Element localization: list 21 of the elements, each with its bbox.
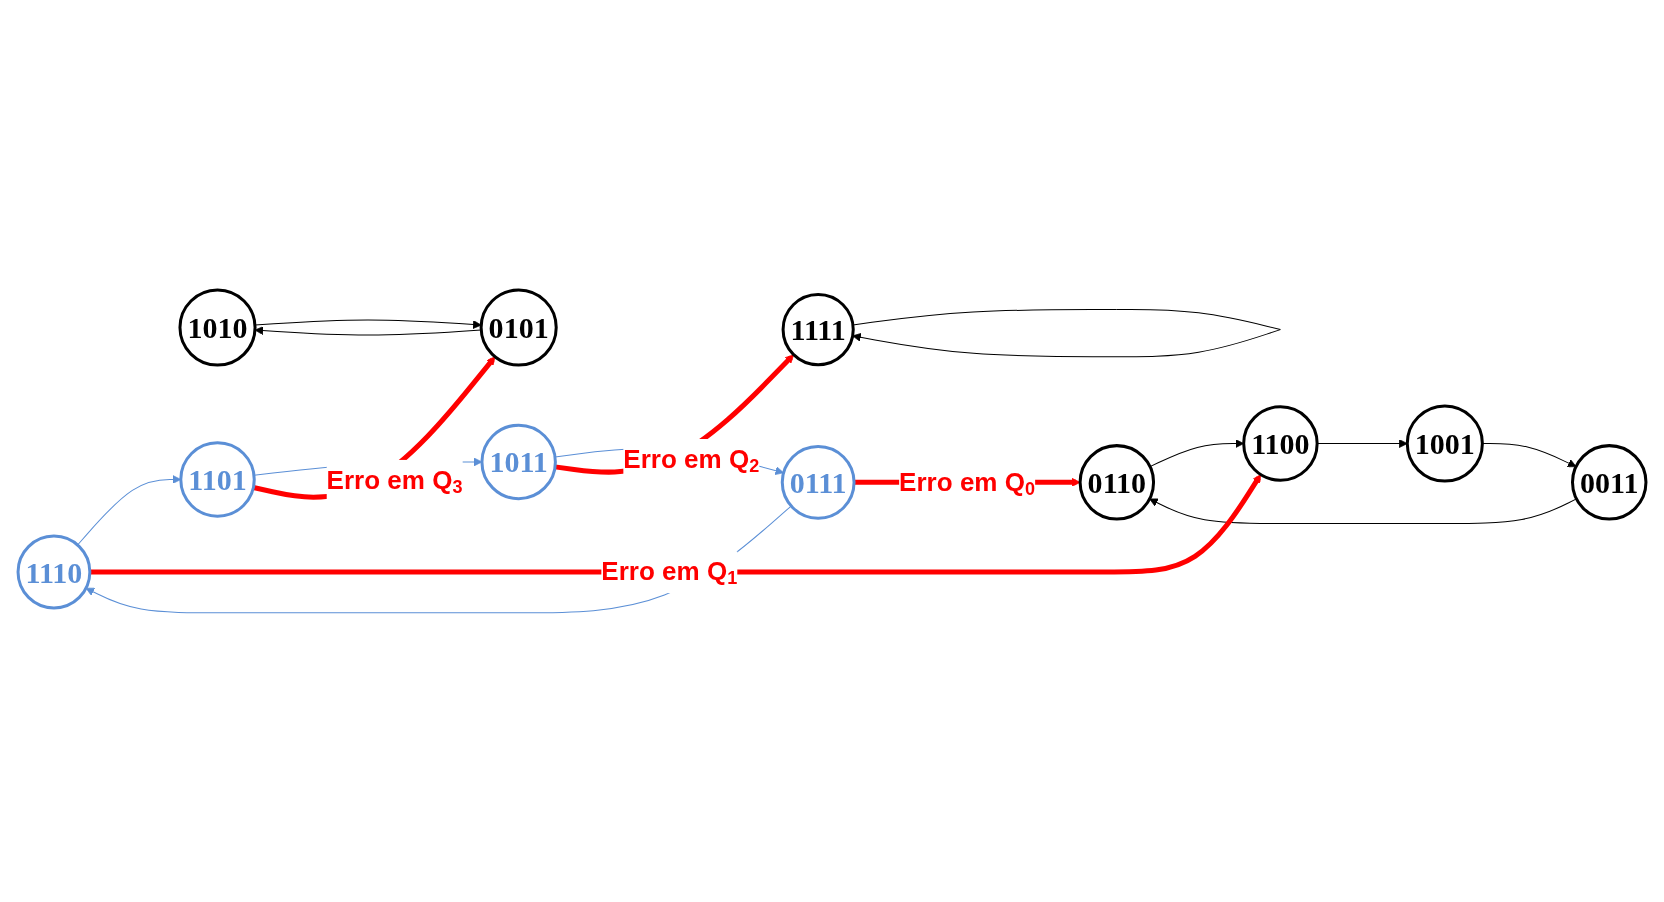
node-circle: 1011: [480, 423, 557, 500]
node-circle: 0110: [1078, 443, 1156, 521]
node-circle: 0011: [1571, 443, 1648, 521]
arrow: [254, 325, 482, 336]
edge-label: Erro em Q$_{3}$: [326, 464, 463, 497]
node-circle: 1100: [1242, 404, 1319, 482]
arrow: [1316, 438, 1408, 448]
edge-label: Erro em Q$_{1}$: [601, 555, 738, 588]
edge-label: Erro em Q$_{2}$: [623, 443, 760, 476]
node-circle: 1001: [1405, 404, 1484, 483]
node-circle: 0111: [780, 444, 856, 520]
edge-label: Erro em Q$_{0}$: [899, 466, 1036, 499]
arrow: [1149, 497, 1577, 524]
node-circle: 1110: [16, 534, 92, 609]
node-circle: 1111: [781, 292, 855, 366]
node-circle: 0101: [479, 288, 558, 367]
node-circle: 1101: [179, 440, 256, 518]
node-circle: 1010: [178, 288, 257, 367]
arrow: [85, 505, 792, 613]
arrow: [89, 473, 1262, 575]
arrow: [254, 319, 482, 329]
